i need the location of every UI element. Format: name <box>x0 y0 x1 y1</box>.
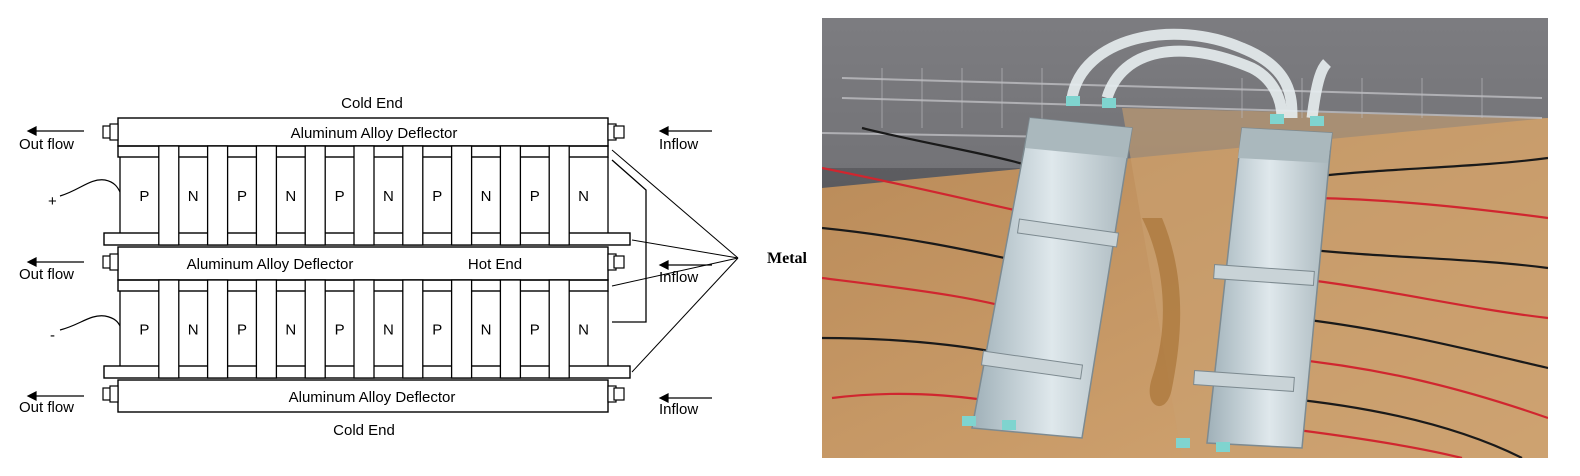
leg-label-p: P <box>432 322 442 339</box>
arrowhead-icon <box>658 260 669 270</box>
prototype-photo <box>822 18 1548 458</box>
leg-label-n: N <box>578 322 589 339</box>
top-deflector-label: Aluminum Alloy Deflector <box>291 125 458 142</box>
electrode-pillar <box>158 279 180 379</box>
leg-label-n: N <box>188 322 199 339</box>
leg-label-n: N <box>285 322 296 339</box>
electrode-pillar <box>255 145 278 246</box>
electrode-pillar <box>206 279 229 379</box>
leg-label-p: P <box>237 188 247 205</box>
electrode-pillar <box>304 279 326 379</box>
leg-label-p: P <box>335 188 345 205</box>
positive-terminal-label: + <box>48 193 57 210</box>
leg-label-n: N <box>578 188 589 205</box>
photo-of-thermoelectric-module-icon <box>822 18 1548 458</box>
arrowhead-icon <box>26 391 37 401</box>
leg-label-p: P <box>335 322 345 339</box>
right-connector-icon <box>613 255 625 269</box>
negative-terminal-label: - <box>50 327 55 344</box>
bottom-deflector-label: Aluminum Alloy Deflector <box>289 389 456 406</box>
leg-label-p: P <box>139 322 149 339</box>
positive-lead-wire <box>59 179 121 197</box>
arrowhead-icon <box>658 126 669 136</box>
leg-label-p: P <box>237 322 247 339</box>
cold-end-bottom-label: Cold End <box>333 422 395 439</box>
negative-lead-wire <box>59 315 121 331</box>
electrode-pillar <box>255 279 278 379</box>
out-flow-label: Out flow <box>19 136 74 153</box>
electrode-pillar <box>206 145 229 246</box>
series-connection-wire <box>611 159 647 323</box>
electrode-pillar <box>450 279 473 379</box>
left-connector-icon <box>109 385 119 403</box>
hot-end-label: Hot End <box>468 256 522 273</box>
electrode-pillar <box>402 279 424 379</box>
cold-end-top-label: Cold End <box>341 95 403 112</box>
thermoelectric-schematic: P N P N P N P N P N P N P N P N P N P N <box>19 95 808 439</box>
electrode-pillar <box>548 145 570 246</box>
leg-label-p: P <box>139 188 149 205</box>
electrode-pillar <box>499 279 522 379</box>
leg-label-n: N <box>383 188 394 205</box>
leg-label-n: N <box>481 188 492 205</box>
leg-label-n: N <box>481 322 492 339</box>
electrode-pillar <box>548 279 570 379</box>
arrowhead-icon <box>26 126 37 136</box>
electrode-pillar <box>353 145 375 246</box>
middle-deflector-label: Aluminum Alloy Deflector <box>187 256 354 273</box>
inflow-label: Inflow <box>659 401 698 418</box>
leg-label-p: P <box>530 322 540 339</box>
arrowhead-icon <box>26 257 37 267</box>
right-connector-icon <box>613 125 625 139</box>
inflow-label: Inflow <box>659 136 698 153</box>
left-connector-icon <box>109 123 119 141</box>
leg-label-p: P <box>432 188 442 205</box>
left-connector-icon <box>109 253 119 271</box>
electrode-pillar <box>304 145 326 246</box>
metal-pointer-lines <box>611 149 739 373</box>
electrode-pillar <box>450 145 473 246</box>
inflow-label: Inflow <box>659 269 698 286</box>
out-flow-label: Out flow <box>19 399 74 416</box>
electrode-pillar <box>158 145 180 246</box>
electrode-pillar <box>353 279 375 379</box>
metal-label: Metal <box>767 250 808 267</box>
leg-label-p: P <box>530 188 540 205</box>
arrowhead-icon <box>658 393 669 403</box>
right-connector-icon <box>613 387 625 401</box>
electrode-pillar <box>499 145 522 246</box>
out-flow-label: Out flow <box>19 266 74 283</box>
electrode-pillar <box>402 145 424 246</box>
leg-label-n: N <box>285 188 296 205</box>
leg-label-n: N <box>383 322 394 339</box>
leg-label-n: N <box>188 188 199 205</box>
